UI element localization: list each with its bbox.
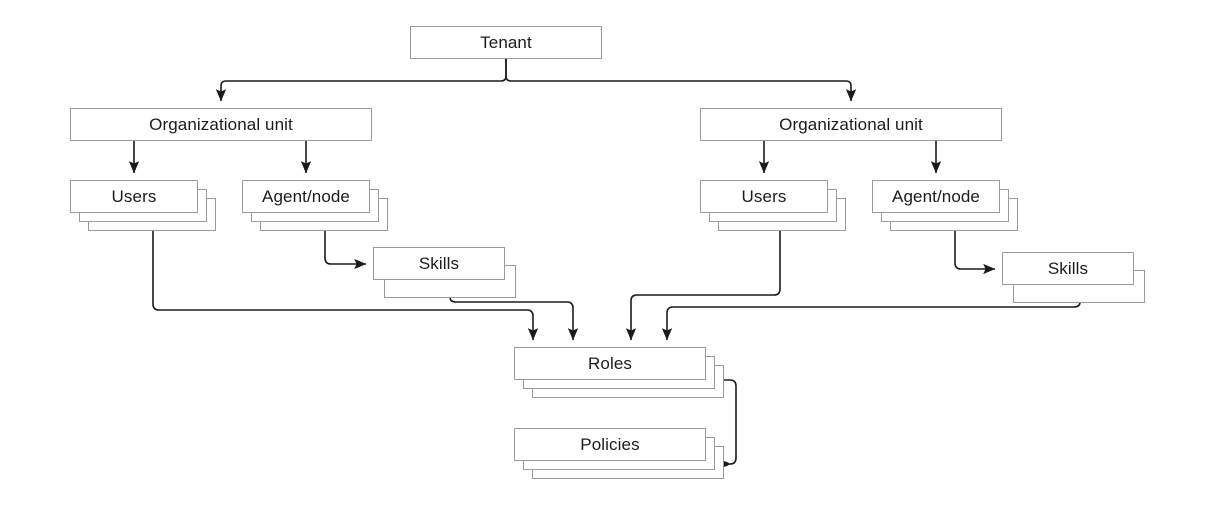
node-agent-node-right-label: Agent/node [892, 187, 980, 206]
edge-agent-node-right-to-skills-right [954, 231, 996, 275]
edge-users-right-to-roles [625, 231, 781, 341]
node-agent-node-right-box[interactable]: Agent/node [872, 180, 1000, 213]
edge-tenant-to-org-unit-right [505, 59, 857, 102]
node-users-left-box[interactable]: Users [70, 180, 198, 213]
node-org-unit-right-box[interactable]: Organizational unit [700, 108, 1002, 141]
node-roles-label: Roles [588, 354, 632, 373]
node-policies-box[interactable]: Policies [514, 428, 706, 461]
node-org-unit-right-label: Organizational unit [779, 115, 923, 134]
node-policies-label: Policies [580, 435, 640, 454]
node-skills-left-label: Skills [418, 254, 460, 273]
edge-roles-to-policies [719, 379, 737, 470]
node-agent-node-left-box[interactable]: Agent/node [242, 180, 370, 213]
node-org-unit-left-box[interactable]: Organizational unit [70, 108, 372, 141]
node-skills-right-label: Skills [1047, 259, 1089, 278]
edge-tenant-to-org-unit-left [215, 59, 507, 102]
node-tenant-label: Tenant [480, 33, 532, 52]
node-users-right-label: Users [741, 187, 787, 206]
node-tenant-box[interactable]: Tenant [410, 26, 602, 59]
node-roles-box[interactable]: Roles [514, 347, 706, 380]
node-org-unit-left-label: Organizational unit [149, 115, 293, 134]
node-users-right-box[interactable]: Users [700, 180, 828, 213]
node-agent-node-left-label: Agent/node [262, 187, 350, 206]
node-skills-left-box[interactable]: Skills [373, 247, 505, 280]
edge-skills-left-to-roles [449, 296, 579, 341]
node-skills-right-box[interactable]: Skills [1002, 252, 1134, 285]
node-users-left-label: Users [111, 187, 157, 206]
edge-agent-node-left-to-skills-left [324, 231, 367, 270]
edge-skills-right-to-roles [661, 301, 1081, 341]
